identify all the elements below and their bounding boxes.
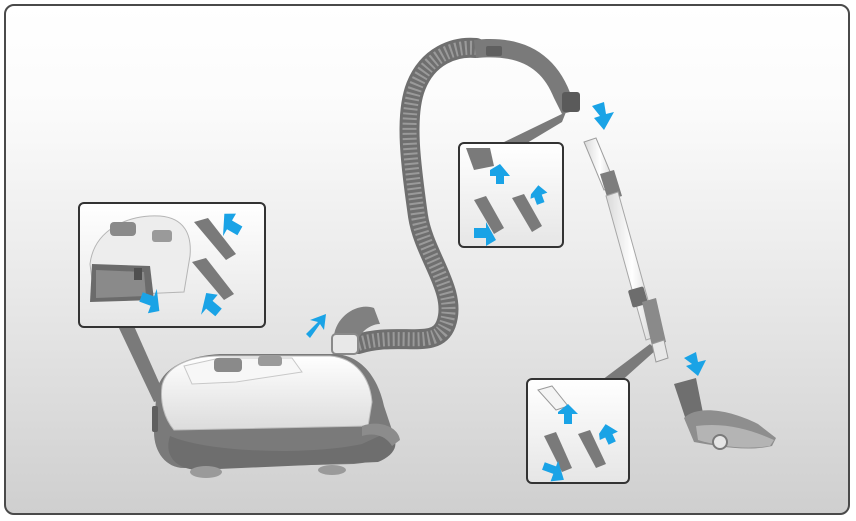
arrow-icon [542, 404, 618, 482]
callout-pointer-body [118, 326, 166, 402]
floor-nozzle-icon [674, 378, 776, 450]
crevice-tool-icon [544, 430, 606, 472]
vacuum-assembly-illustration [118, 37, 776, 478]
vacuum-body-icon [89, 215, 191, 302]
telescopic-tube-icon [537, 385, 569, 411]
telescopic-tube-icon [583, 137, 669, 363]
arrow-icon [474, 164, 548, 246]
hose-icon [466, 148, 494, 170]
callout-filter-panel [78, 202, 266, 328]
diagram-frame [4, 4, 850, 515]
callout-tube-accessories [526, 378, 630, 484]
crevice-tool-icon [192, 218, 236, 300]
hose-icon [331, 37, 580, 355]
upholstery-tool-icon [474, 194, 542, 234]
arrow-icon [306, 102, 706, 376]
callout-hose-accessories [458, 142, 564, 248]
callout-pointer-nozzle [602, 344, 656, 384]
arrow-icon [139, 213, 243, 317]
vacuum-body-icon [152, 354, 400, 478]
